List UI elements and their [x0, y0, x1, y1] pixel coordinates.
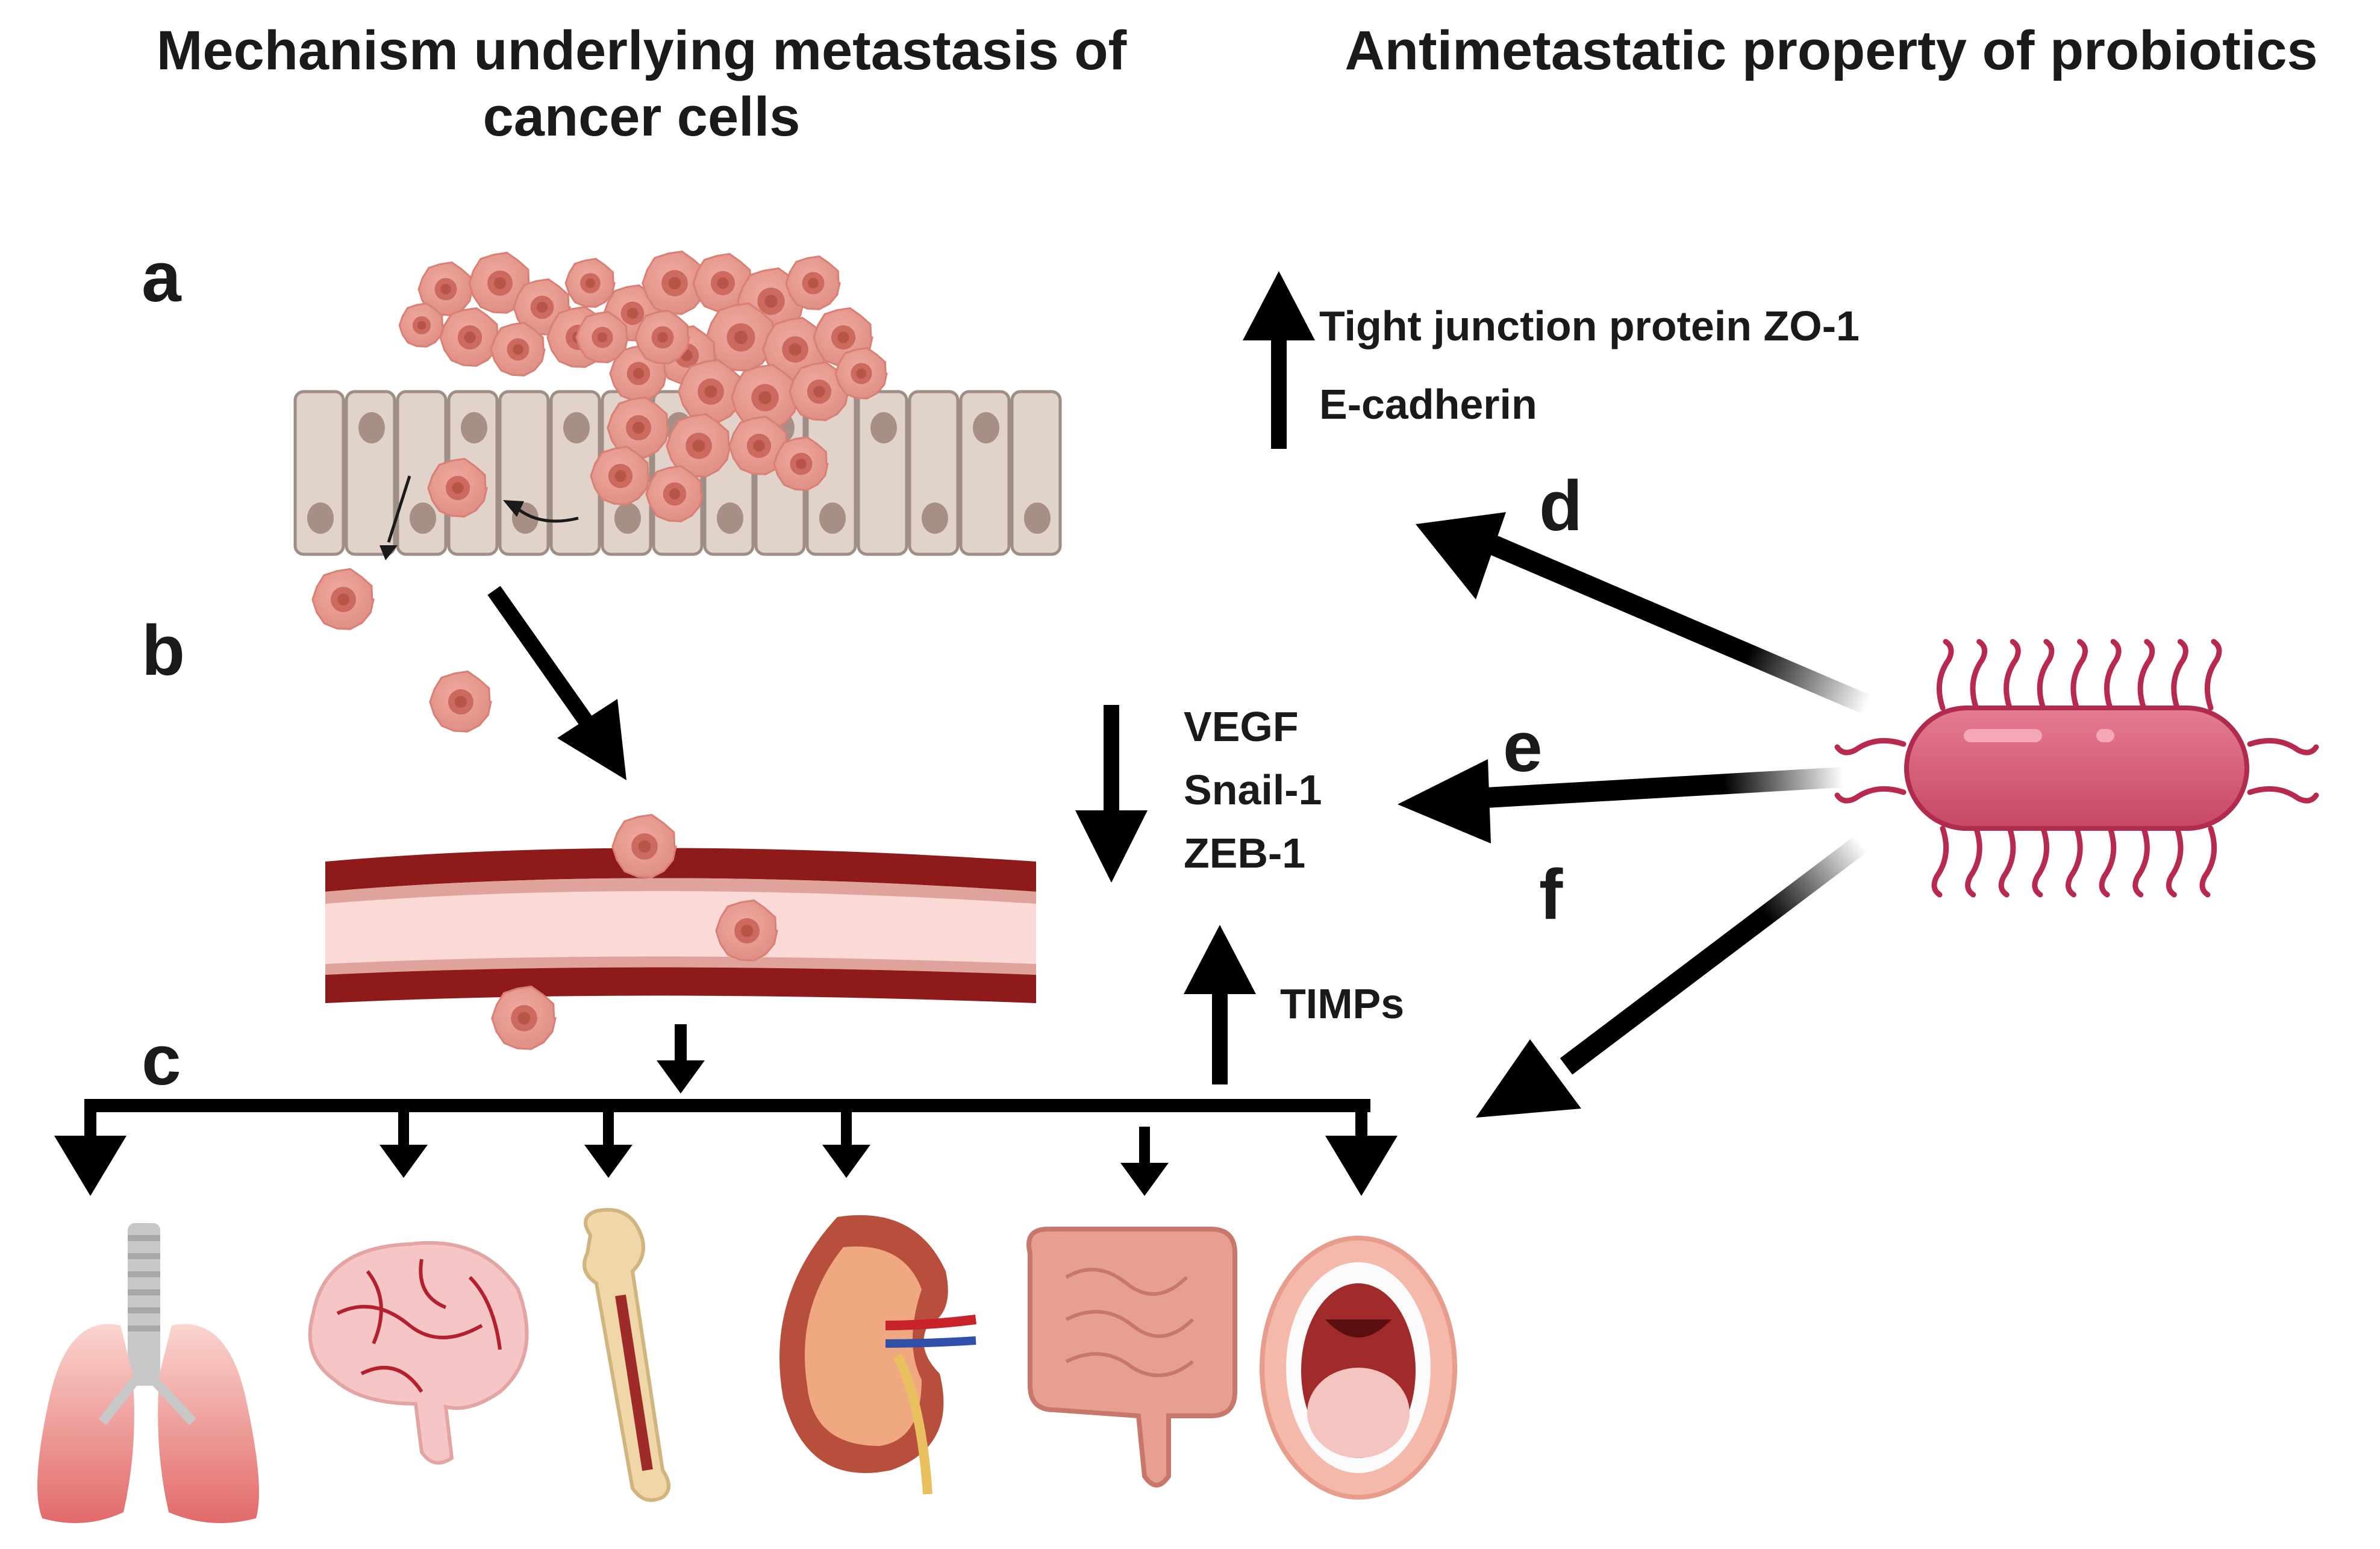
tumor-cell — [590, 445, 651, 505]
escaping-cancer-cell — [311, 568, 375, 630]
flagellum — [1834, 737, 1907, 756]
tumor-cell — [564, 258, 616, 308]
epithelial-cell — [549, 390, 601, 556]
effect-label-zo1: Tight junction protein ZO-1 — [1319, 302, 1860, 349]
downregulation-arrow-vegf — [1075, 705, 1148, 883]
circulating-cancer-cells — [491, 813, 778, 1050]
panel-label-b: b — [142, 611, 185, 690]
invasion-arrow-middle — [517, 507, 579, 523]
epithelium-tumor-illustration — [293, 250, 1062, 560]
effect-label-snail1: Snail-1 — [1184, 766, 1322, 813]
flagellum — [2004, 639, 2021, 711]
flagellum — [2037, 639, 2055, 711]
tumor-cell — [575, 311, 629, 363]
tumor-cell — [468, 251, 531, 314]
flagellum — [2099, 825, 2117, 898]
escaping-cancer-cells — [311, 568, 492, 733]
tumor-cell — [642, 250, 707, 315]
left-heading-line1: Mechanism underlying metastasis of — [157, 20, 1127, 81]
panel-label-e: e — [1503, 707, 1543, 787]
probiotic-arrow-d — [1416, 512, 1872, 715]
arrow-to-vessel — [487, 586, 626, 780]
flagellum — [2066, 825, 2083, 898]
panel-label-a: a — [142, 237, 182, 317]
flagellum — [1834, 786, 1907, 804]
epithelial-cell — [959, 390, 1011, 556]
upregulation-arrow-timps — [1184, 925, 1256, 1084]
epithelial-cell — [396, 390, 448, 556]
panel-label-c: c — [142, 1021, 181, 1100]
epithelial-cell — [1010, 390, 1062, 556]
flagellum — [1998, 825, 2016, 898]
invasion-arrowhead-left — [379, 545, 398, 560]
invasion-arrowhead-middle — [503, 500, 524, 517]
tumor-cell — [645, 465, 704, 522]
tumor-cell — [490, 322, 546, 377]
invasion-arrow-left — [387, 475, 411, 543]
flagellum — [1931, 825, 1949, 898]
tumor-cell-cluster — [398, 250, 888, 522]
effect-label-timps: TIMPs — [1280, 980, 1404, 1027]
panel-label-d: d — [1539, 466, 1582, 546]
left-heading-line2: cancer cells — [483, 86, 801, 148]
circulating-cancer-cell — [611, 813, 677, 878]
tumor-cell — [789, 361, 849, 421]
tumor-cell — [773, 436, 829, 491]
panel-label-f: f — [1539, 855, 1563, 934]
escaping-cancer-cell — [429, 670, 492, 733]
epithelial-cell — [498, 390, 550, 556]
tumor-cell — [439, 307, 500, 367]
epithelial-cell — [345, 390, 396, 556]
invading-cancer-cell — [427, 457, 488, 518]
flagellum — [1936, 639, 1954, 711]
effect-label-zeb1: ZEB-1 — [1184, 830, 1305, 877]
flagellum — [2137, 639, 2155, 711]
tumor-cell — [417, 261, 473, 316]
intestine-icon — [1026, 1227, 1237, 1488]
tumor-cell — [692, 252, 753, 313]
tumor-cell — [678, 358, 743, 424]
lung-icon — [37, 1223, 259, 1523]
flagellum — [2199, 825, 2217, 898]
tumor-cell — [728, 415, 789, 475]
kidney-icon — [779, 1215, 976, 1495]
flagellum — [2070, 639, 2088, 711]
flagellum — [1970, 639, 1988, 711]
flagellum — [2247, 737, 2319, 756]
flagellum — [2032, 825, 2049, 898]
probiotic-arrow-f — [1476, 835, 1868, 1118]
flagellum — [2204, 639, 2222, 711]
epithelial-cell — [293, 390, 345, 556]
effect-label-ecadherin: E-cadherin — [1319, 381, 1537, 428]
effect-label-vegf: VEGF — [1184, 703, 1299, 750]
flagellum — [1965, 825, 1982, 898]
upregulation-arrow-zo1 — [1243, 271, 1315, 449]
flagellum — [2132, 825, 2150, 898]
circulating-cancer-cell — [715, 899, 778, 962]
tumor-cell — [666, 413, 731, 478]
tumor-cell — [398, 302, 445, 348]
flagellum — [2104, 639, 2122, 711]
organ-distribution-tree — [54, 1024, 1398, 1196]
flagellum — [2247, 786, 2319, 804]
epithelial-cell — [857, 390, 908, 556]
blood-vessel — [325, 848, 1036, 1003]
right-heading: Antimetastatic property of probiotics — [1345, 20, 2317, 81]
bone-icon — [583, 1208, 670, 1502]
circulating-cancer-cell — [491, 985, 557, 1050]
tumor-cell — [634, 310, 690, 365]
mouth-icon — [1260, 1236, 1457, 1500]
flagellum — [2166, 825, 2184, 898]
tumor-cell — [607, 396, 670, 458]
probiotic-bacterium-icon — [1834, 639, 2319, 898]
epithelial-cell — [908, 390, 960, 556]
tumor-cell — [834, 347, 888, 399]
tumor-cell — [731, 363, 799, 431]
flagellum — [2171, 639, 2188, 711]
tumor-cell — [785, 255, 841, 310]
brain-icon — [308, 1241, 529, 1465]
probiotic-arrow-e — [1398, 759, 1844, 843]
